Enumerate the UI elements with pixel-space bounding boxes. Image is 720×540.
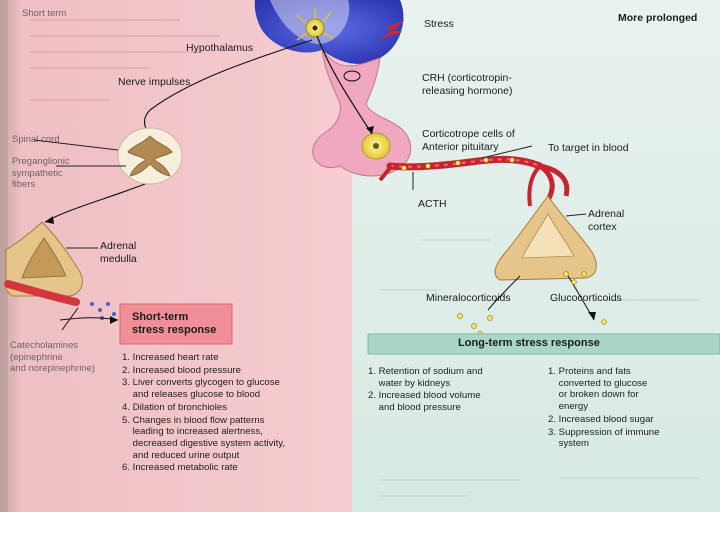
crh-label-line-1: CRH (corticotropin- bbox=[422, 72, 512, 84]
hypothalamus-label: Hypothalamus bbox=[186, 42, 254, 54]
adrenal-cortex-label-line-1: Adrenal bbox=[588, 208, 625, 220]
catecholamine-tick bbox=[61, 307, 79, 331]
corticotrope-label: Corticotrope cells of Anterior pituitary bbox=[422, 128, 515, 154]
catecholamines-label-line-3: and norepinephrine) bbox=[10, 363, 96, 375]
crh-marker bbox=[343, 70, 361, 82]
glucocorticoid-effects-list: 1. Proteins and fats converted to glucos… bbox=[548, 366, 659, 451]
adrenal-gland-left bbox=[5, 221, 83, 297]
adrenal-cortex-label-line-2: cortex bbox=[588, 220, 617, 233]
list-item: 2. Increased blood pressure bbox=[122, 364, 241, 376]
list-item: 1. Proteins and fats converted to glucos… bbox=[548, 366, 648, 413]
preganglionic-label-line-3: fibers bbox=[12, 179, 36, 191]
mineralocorticoid-effects-list: 1. Retention of sodium and water by kidn… bbox=[368, 366, 483, 415]
corticotrope-label-line-2: Anterior pituitary bbox=[422, 140, 499, 153]
list-item: 2. Increased blood volume and blood pres… bbox=[368, 390, 481, 414]
spinal-cord-label: Spinal cord bbox=[12, 134, 60, 145]
short-term-header: Short term bbox=[22, 8, 67, 19]
preganglionic-label: Preganglionic sympathetic fibers bbox=[12, 156, 70, 191]
medulla-vessel bbox=[4, 280, 80, 306]
list-item: 6. Increased metabolic rate bbox=[122, 462, 238, 474]
catecholamine-dots bbox=[90, 302, 116, 320]
long-term-banner bbox=[367, 333, 720, 355]
catecholamines-label: Catecholamines (epinephrine and norepine… bbox=[10, 340, 95, 375]
faded-background-text-right bbox=[380, 239, 700, 497]
adrenal-medulla-label-line-1: Adrenal bbox=[100, 240, 137, 252]
spinal-cord-icon bbox=[117, 127, 183, 185]
neuron-icon bbox=[295, 8, 334, 41]
mineralo-arrow bbox=[487, 275, 521, 311]
long-term-title: Long-term stress response bbox=[458, 337, 600, 349]
crh-axon bbox=[316, 35, 373, 135]
spinal-leader bbox=[33, 139, 119, 151]
catecholamines-label-line-2: (epinephrine bbox=[10, 351, 63, 363]
adrenal-cortex-label: Adrenal cortex bbox=[588, 208, 624, 234]
short-term-title-line-2: stress response bbox=[132, 324, 217, 337]
list-item: 3. Suppression of immune system bbox=[548, 426, 660, 450]
acth-dots bbox=[401, 157, 515, 171]
list-item: 3. Liver converts glycogen to glucose an… bbox=[122, 377, 280, 401]
short-term-list: 1. Increased heart rate 2. Increased blo… bbox=[122, 352, 285, 475]
short-term-title-box bbox=[119, 303, 233, 345]
adrenal-medulla-label: Adrenal medulla bbox=[100, 240, 137, 266]
glucocorticoids-label: Glucocorticoids bbox=[550, 292, 622, 304]
mineralocorticoids-label: Mineralocorticoids bbox=[426, 292, 511, 304]
sympathetic-pathway bbox=[44, 181, 151, 223]
list-item: 1. Increased heart rate bbox=[122, 352, 219, 363]
adrenal-gland-right bbox=[494, 195, 597, 281]
list-item: 2. Increased blood sugar bbox=[548, 413, 654, 425]
more-prolonged-header: More prolonged bbox=[618, 12, 698, 24]
preganglionic-label-line-1: Preganglionic bbox=[12, 156, 70, 167]
bottom-margin bbox=[0, 512, 720, 540]
acth-label: ACTH bbox=[418, 198, 447, 210]
target-leader bbox=[481, 145, 533, 159]
nerve-impulses-label: Nerve impulses bbox=[118, 76, 191, 88]
faded-background-text bbox=[30, 19, 220, 101]
to-target-label: To target in blood bbox=[548, 142, 629, 154]
list-item: 1. Retention of sodium and water by kidn… bbox=[368, 366, 483, 389]
crh-label-line-2: releasing hormone) bbox=[422, 84, 513, 97]
page-binding-shadow bbox=[0, 0, 8, 512]
list-item: 5. Changes in blood flow patterns leadin… bbox=[122, 414, 285, 461]
blood-vessel bbox=[378, 155, 570, 207]
crh-label: CRH (corticotropin- releasing hormone) bbox=[422, 72, 512, 98]
preganglionic-label-line-2: sympathetic bbox=[12, 167, 63, 179]
corticotrope-label-line-1: Corticotrope cells of bbox=[422, 128, 515, 140]
short-term-title-line-1: Short-term bbox=[132, 311, 189, 323]
stress-label: Stress bbox=[424, 18, 454, 30]
list-item: 4. Dilation of bronchioles bbox=[122, 401, 228, 413]
adrenal-medulla-label-line-2: medulla bbox=[100, 252, 137, 265]
catecholamines-label-line-1: Catecholamines bbox=[10, 340, 79, 351]
stress-bolt-icon bbox=[378, 20, 405, 40]
short-term-title: Short-term stress response bbox=[132, 311, 216, 337]
cortex-leader bbox=[565, 213, 587, 217]
